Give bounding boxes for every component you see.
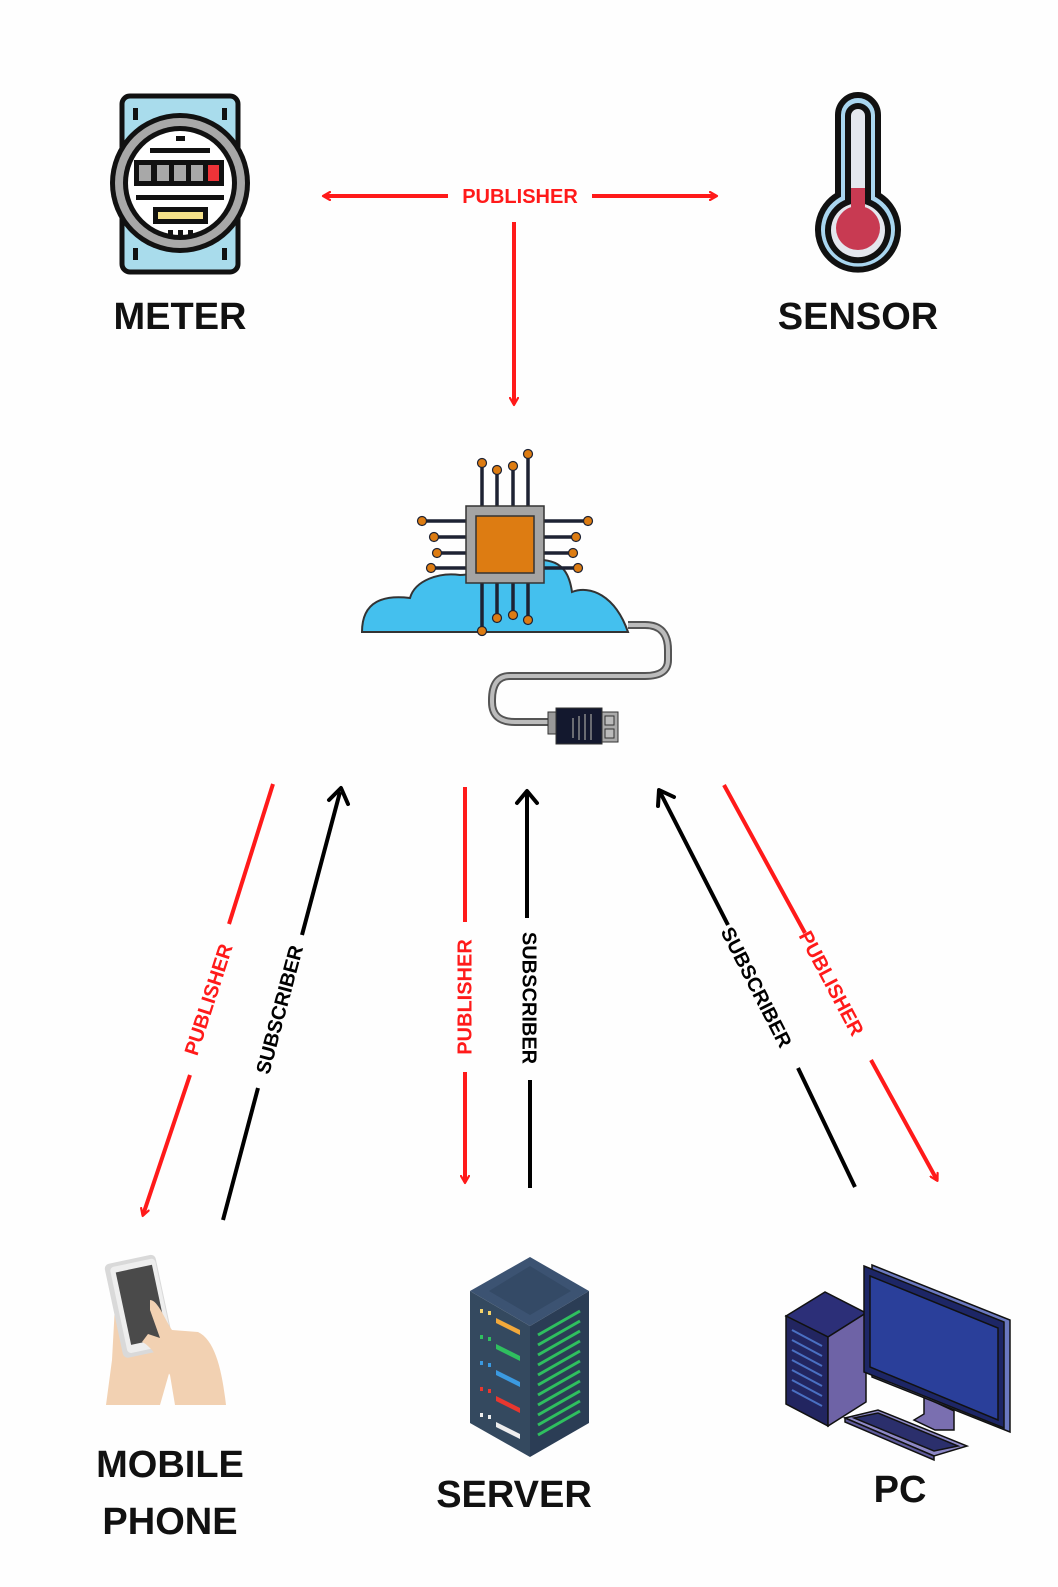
server-label: SERVER xyxy=(436,1474,592,1516)
mobile-label-line2: PHONE xyxy=(102,1501,238,1543)
top-publisher-arrows xyxy=(324,196,716,404)
server-publisher-arrow: PUBLISHER xyxy=(454,787,476,1182)
server-rack-icon xyxy=(470,1257,589,1457)
mobile-publisher-arrow: PUBLISHER xyxy=(143,783,275,1215)
server-publisher-label: PUBLISHER xyxy=(454,939,476,1055)
sensor-label: SENSOR xyxy=(777,296,939,338)
top-publisher-label: PUBLISHER xyxy=(462,186,578,208)
mobile-publisher-label: PUBLISHER xyxy=(181,941,238,1058)
server-subscriber-label: SUBSCRIBER xyxy=(518,932,540,1065)
mobile-subscriber-label: SUBSCRIBER xyxy=(253,943,309,1077)
cloud-chip-broker-icon xyxy=(360,448,672,745)
mobile-subscriber-arrow: SUBSCRIBER xyxy=(221,786,350,1221)
smartphone-hand-icon xyxy=(104,1254,226,1405)
pc-subscriber-label: SUBSCRIBER xyxy=(716,924,796,1052)
pc-label: PC xyxy=(873,1469,927,1511)
server-subscriber-arrow: SUBSCRIBER xyxy=(515,789,540,1188)
thermometer-icon xyxy=(815,92,901,273)
desktop-pc-icon xyxy=(784,1263,1011,1462)
mobile-label-line1: MOBILE xyxy=(96,1444,244,1486)
electric-meter-icon xyxy=(110,93,250,275)
pc-publisher-label: PUBLISHER xyxy=(794,927,868,1040)
meter-label: METER xyxy=(113,296,247,338)
